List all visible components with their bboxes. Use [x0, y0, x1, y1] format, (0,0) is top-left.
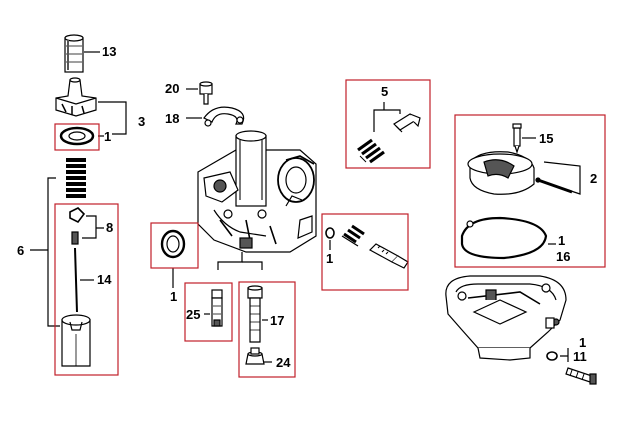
callout-17: 17: [270, 313, 285, 328]
leader-8: [82, 215, 104, 239]
callout-1-gasket: 1: [558, 233, 566, 248]
part-throttle-slide: [61, 314, 91, 367]
part-top-3: [55, 77, 97, 117]
callout-1-seal: 1: [104, 129, 112, 144]
part-carburetor-body: [197, 130, 317, 253]
part-clip-8: [69, 207, 86, 245]
callout-16: 16: [556, 249, 571, 264]
part-needle-14: [74, 247, 78, 313]
part-pilot-jet-25: [211, 289, 223, 327]
box-float: [454, 114, 606, 268]
box-pilot-jet: [184, 282, 233, 342]
callout-20: 20: [165, 81, 180, 96]
callout-11: 11: [573, 349, 587, 364]
part-needle-jet-17: [247, 285, 263, 343]
leader-5: [373, 102, 401, 132]
callout-6: 6: [17, 243, 25, 258]
part-spring-6: [66, 158, 86, 198]
part-gasket-1: [460, 216, 548, 260]
leader-11: [560, 348, 569, 362]
leader-body-bottom: [217, 252, 243, 270]
part-float-bowl: [445, 275, 567, 361]
part-screw-20: [199, 81, 213, 105]
part-plate-18: [203, 106, 245, 127]
part-cap-13: [64, 34, 84, 73]
part-valve-15: [512, 123, 522, 154]
callout-5: 5: [381, 84, 389, 99]
box-main-jet: [238, 281, 296, 378]
callout-18: 18: [165, 111, 180, 126]
callout-2: 2: [590, 171, 598, 186]
part-seal-1: [59, 126, 95, 146]
callout-15: 15: [539, 131, 554, 146]
callout-13: 13: [102, 44, 117, 59]
part-float-2: [467, 151, 573, 195]
part-main-jet-24: [245, 347, 265, 365]
part-oring-1: [160, 229, 186, 259]
leader-body-bottom-2: [242, 261, 263, 270]
box-seal: [54, 123, 100, 151]
callout-1-oring: 1: [170, 289, 178, 304]
box-oring: [150, 222, 199, 269]
callout-1-jet: 1: [326, 251, 334, 266]
callout-25: 25: [186, 307, 201, 322]
leader-2: [543, 161, 581, 195]
box-needle: [54, 203, 119, 376]
part-air-screw-5: [357, 113, 421, 164]
box-idle-screw: [321, 213, 409, 291]
part-screw-11: [546, 351, 597, 385]
callout-3: 3: [138, 114, 146, 129]
callout-24: 24: [276, 355, 291, 370]
callout-1-screw: 1: [579, 335, 587, 350]
leader-6: [30, 177, 60, 327]
leader-3: [98, 101, 127, 135]
callout-8: 8: [106, 220, 114, 235]
box-air-screw: [345, 79, 431, 169]
part-idle-screw-set: [325, 224, 409, 269]
callout-14: 14: [97, 272, 112, 287]
